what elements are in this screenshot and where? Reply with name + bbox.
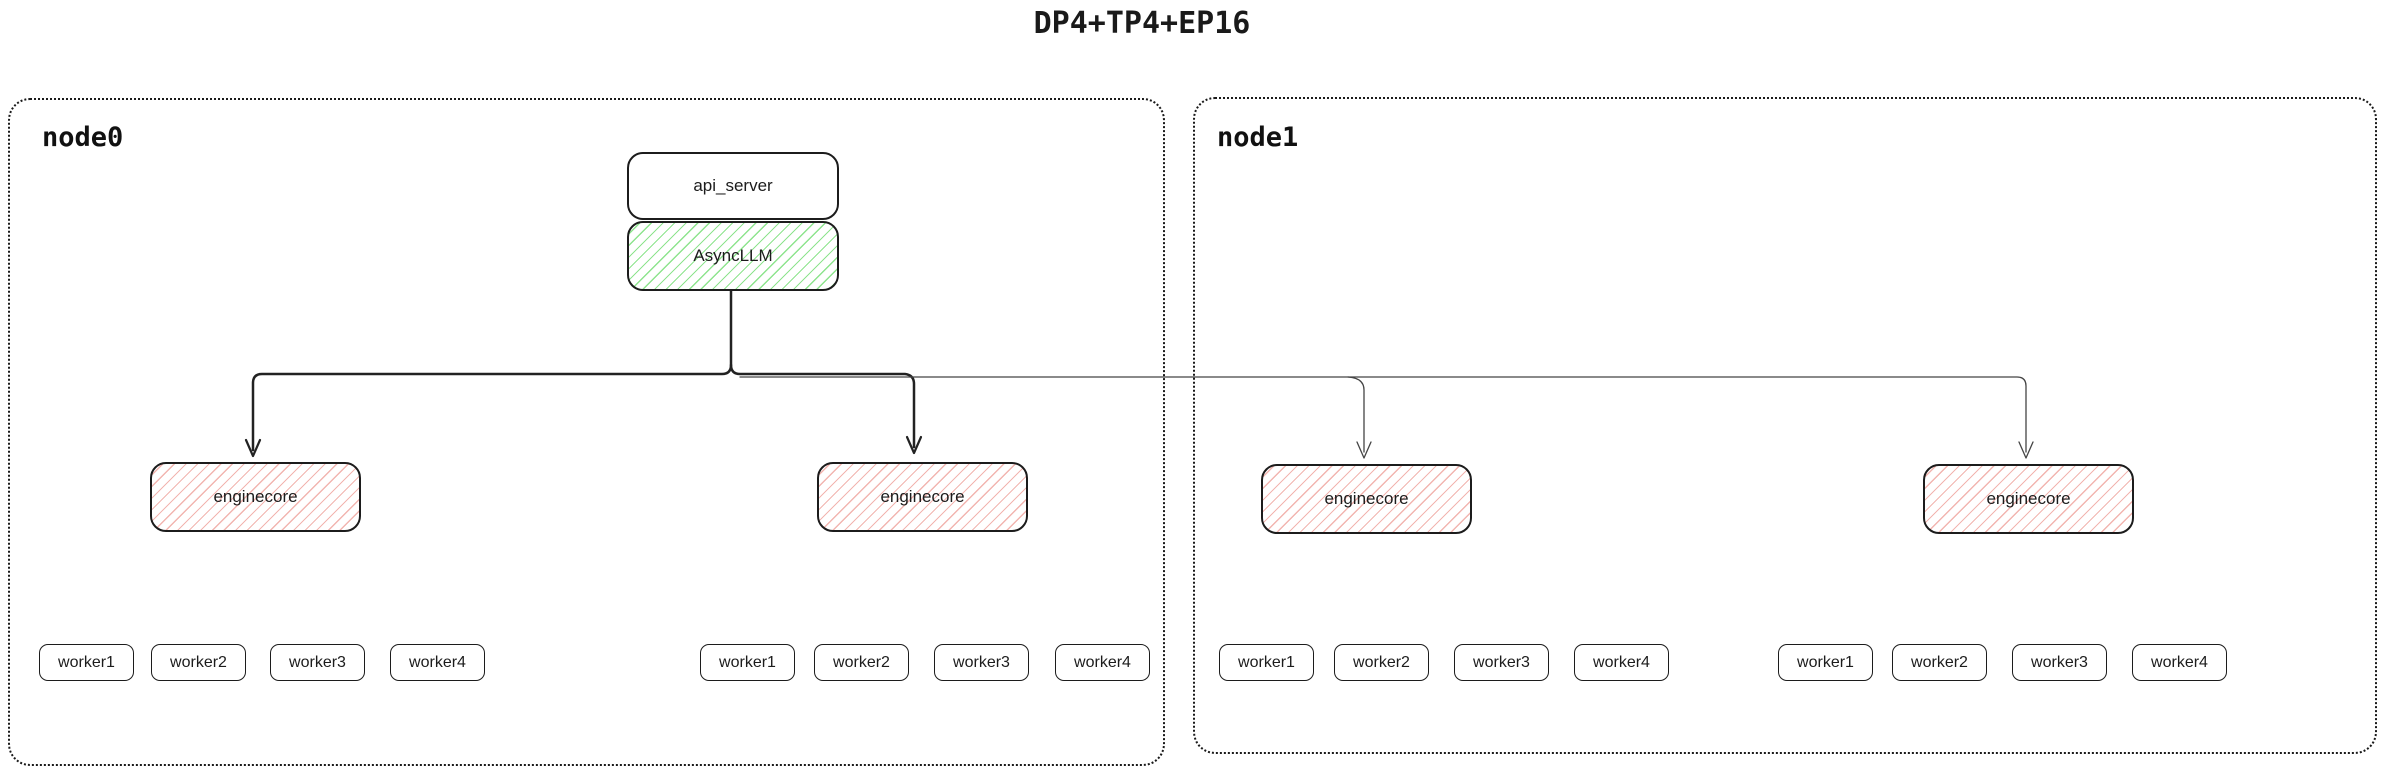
diagram-title: DP4+TP4+EP16 [1033,6,1251,41]
enginecore-box: enginecore [817,462,1028,532]
worker-box: worker1 [1778,644,1873,681]
worker-box: worker3 [2012,644,2107,681]
worker-label: worker2 [170,653,227,671]
worker-box: worker4 [1574,644,1669,681]
worker-label: worker4 [2151,653,2208,671]
worker-box: worker2 [814,644,909,681]
worker-label: worker3 [289,653,346,671]
worker-label: worker3 [953,653,1010,671]
worker-box: worker1 [700,644,795,681]
node0-container: node0 api_server AsyncLLM enginecore eng… [8,98,1165,766]
worker-label: worker1 [1797,653,1854,671]
asyncllm-box: AsyncLLM [627,221,839,291]
api-server-label: api_server [693,176,773,195]
worker-box: worker1 [1219,644,1314,681]
enginecore-label: enginecore [1986,489,2071,508]
worker-box: worker3 [934,644,1029,681]
node1-container: node1 enginecore enginecore worker1 work… [1193,97,2377,754]
worker-label: worker4 [1593,653,1650,671]
node1-label: node1 [1217,122,1299,153]
worker-box: worker3 [1454,644,1549,681]
worker-label: worker1 [719,653,776,671]
worker-box: worker3 [270,644,365,681]
api-server-box: api_server [627,152,839,220]
worker-box: worker4 [2132,644,2227,681]
worker-label: worker1 [58,653,115,671]
worker-box: worker4 [1055,644,1150,681]
worker-label: worker2 [1353,653,1410,671]
node0-label: node0 [42,122,124,153]
worker-box: worker2 [151,644,246,681]
worker-label: worker1 [1238,653,1295,671]
worker-label: worker2 [1911,653,1968,671]
enginecore-label: enginecore [880,487,965,506]
enginecore-label: enginecore [213,487,298,506]
asyncllm-label: AsyncLLM [693,246,773,265]
worker-label: worker4 [409,653,466,671]
worker-box: worker2 [1892,644,1987,681]
worker-label: worker4 [1074,653,1131,671]
enginecore-box: enginecore [150,462,361,532]
worker-label: worker2 [833,653,890,671]
enginecore-box: enginecore [1923,464,2134,534]
worker-box: worker1 [39,644,134,681]
enginecore-label: enginecore [1324,489,1409,508]
worker-box: worker2 [1334,644,1429,681]
worker-label: worker3 [1473,653,1530,671]
worker-box: worker4 [390,644,485,681]
enginecore-box: enginecore [1261,464,1472,534]
worker-label: worker3 [2031,653,2088,671]
